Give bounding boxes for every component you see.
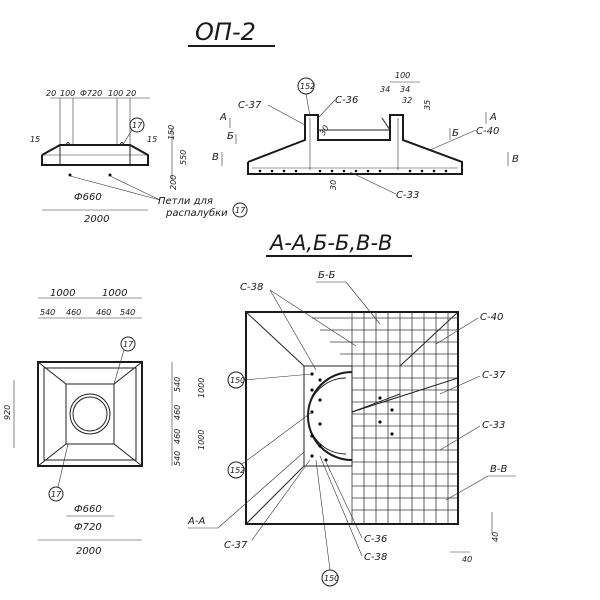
dim-phi660-elev: Ф660 <box>74 192 102 203</box>
callout-17-plan-bottom <box>48 486 64 502</box>
dim-550: 550 <box>179 150 188 165</box>
loops-label-1: Петли для <box>158 196 213 207</box>
label-c33-sec: С-33 <box>396 190 419 201</box>
dim-30-inner: 30 <box>318 124 331 137</box>
dim-40-vertical: 40 <box>491 532 500 542</box>
label-c40-sec: С-40 <box>476 126 499 137</box>
mark-b-right: Б <box>452 128 459 139</box>
dim-460-d: 460 <box>173 429 182 444</box>
dim-20-left: 20 <box>46 89 56 98</box>
dim-150: 150 <box>167 125 176 140</box>
dim-1000-right-b: 1000 <box>197 430 206 450</box>
mark-a-right: А <box>489 112 497 123</box>
dim-920: 920 <box>3 405 12 420</box>
dim-100-sec: 100 <box>395 71 410 80</box>
dim-100-right: 100 <box>108 89 123 98</box>
dim-540-d: 540 <box>173 451 182 466</box>
dim-460-b: 460 <box>96 308 111 317</box>
dim-460-c: 460 <box>173 405 182 420</box>
dim-200: 200 <box>169 175 178 190</box>
label-c38-bottom: С-38 <box>364 552 387 563</box>
callout-17-loops-label: 17 <box>235 206 246 215</box>
label-c33-plan: С-33 <box>482 420 505 431</box>
dim-2000-elev: 2000 <box>84 214 109 225</box>
callout-150-plan-left-label: 150 <box>230 376 245 385</box>
callout-17-plan-top-label: 17 <box>123 340 134 349</box>
dim-phi720-top: Ф720 <box>80 89 102 98</box>
callout-17-plan-bottom-label: 17 <box>51 490 62 499</box>
label-aa: А-А <box>187 516 205 527</box>
label-c38-top: С-38 <box>240 282 263 293</box>
plan-opening-inner <box>72 396 108 432</box>
label-vv: В-В <box>490 464 507 475</box>
dim-15-right: 15 <box>147 135 157 144</box>
dim-15-left: 15 <box>30 135 40 144</box>
drawing-title: ОП-2 <box>195 18 256 46</box>
section-bottom-dots <box>258 169 448 173</box>
rebar-plan-view: С-38 Б-Б С-40 С-37 С-33 В-В 150 152 А-А … <box>187 270 516 587</box>
elevation-view: 20 100 Ф720 100 20 15 15 150 550 200 17 … <box>30 89 248 225</box>
dim-34-a: 34 <box>380 85 390 94</box>
label-bb: Б-Б <box>318 270 335 281</box>
callout-152-plan-label: 152 <box>230 466 245 475</box>
dim-1000-right-a: 1000 <box>197 378 206 398</box>
dim-540-a: 540 <box>40 308 55 317</box>
dim-phi660-plan: Ф660 <box>74 504 102 515</box>
label-c36-sec: С-36 <box>335 95 358 106</box>
dim-100-left: 100 <box>60 89 75 98</box>
plan-opening-outer <box>69 393 111 435</box>
dim-540-b: 540 <box>120 308 135 317</box>
mark-v-left: В <box>212 152 219 163</box>
dim-40-horizontal: 40 <box>462 555 472 564</box>
callout-152-sec-label: 152 <box>300 82 315 91</box>
mark-a-left: А <box>219 112 227 123</box>
dim-34-b: 34 <box>400 85 410 94</box>
mark-v-right: В <box>512 154 519 165</box>
rebar-opening-arc <box>307 371 353 461</box>
label-c37-plan-bottom: С-37 <box>224 540 248 551</box>
callout-17-top-label: 17 <box>132 121 143 130</box>
dim-1000-top-left: 1000 <box>50 288 75 299</box>
section-heading: А-А,Б-Б,В-В <box>268 231 392 255</box>
loops-label-2: распалубки <box>165 207 228 219</box>
label-c37-sec: С-37 <box>238 100 262 111</box>
dim-35: 35 <box>423 100 432 110</box>
callout-150-plan-bottom-label: 150 <box>324 574 339 583</box>
callout-17-top <box>129 117 145 133</box>
dim-540-c: 540 <box>173 377 182 392</box>
dim-1000-top-right: 1000 <box>102 288 127 299</box>
label-c36-plan: С-36 <box>364 534 387 545</box>
dim-phi720-plan: Ф720 <box>74 522 102 533</box>
callout-17-plan-top <box>120 336 136 352</box>
callout-152-plan <box>227 461 245 479</box>
section-view: 30 30 100 34 34 32 35 152 С-37 С-36 С-40… <box>212 71 519 201</box>
dim-30-bottom: 30 <box>329 180 338 190</box>
dim-460-a: 460 <box>66 308 81 317</box>
label-c37-plan-right: С-37 <box>482 370 506 381</box>
dim-2000-plan: 2000 <box>76 546 101 557</box>
mark-b-left: Б <box>227 131 234 142</box>
dim-20-right: 20 <box>126 89 136 98</box>
callout-17-loops <box>232 202 248 218</box>
label-c40-plan: С-40 <box>480 312 503 323</box>
dim-32: 32 <box>402 96 412 105</box>
plan-view: 1000 1000 540 460 460 540 920 540 460 46… <box>3 288 206 557</box>
